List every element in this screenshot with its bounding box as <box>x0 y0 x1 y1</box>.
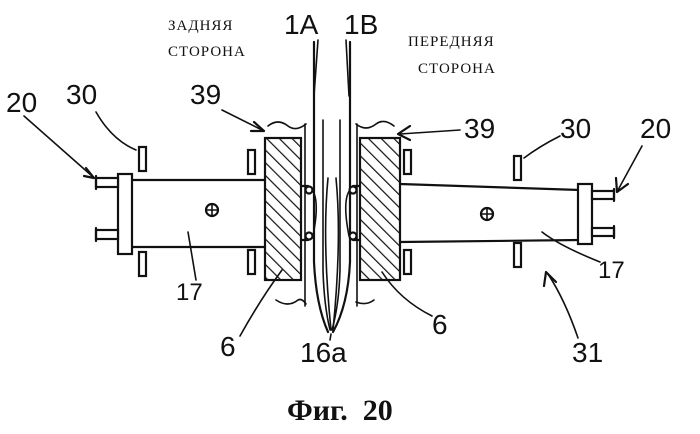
front-side-label-line1: ПЕРЕДНЯЯ <box>408 34 495 50</box>
right-lower-contact <box>350 233 357 240</box>
plate-label-1a: 1A <box>284 9 319 40</box>
rear-side-label-line1: ЗАДНЯЯ <box>168 18 233 34</box>
ref-17-left: 17 <box>176 279 203 306</box>
ref-20-left: 20 <box>6 87 37 118</box>
ref-39-left: 39 <box>190 79 221 110</box>
central-plates <box>314 42 350 332</box>
front-side-label-line2: СТОРОНА <box>418 61 496 77</box>
ref-31: 31 <box>572 337 603 368</box>
ref-6-right: 6 <box>432 309 448 340</box>
right-hatched-block <box>360 138 400 280</box>
ref-30-right: 30 <box>560 113 591 144</box>
ref-6-left: 6 <box>220 331 236 362</box>
left-lower-contact <box>306 233 313 240</box>
plate-label-1b: 1B <box>344 9 378 40</box>
ref-30-left: 30 <box>66 79 97 110</box>
figure-caption: Фиг. 20 <box>287 394 393 427</box>
ref-39-right: 39 <box>464 113 495 144</box>
ref-17-right: 17 <box>598 257 625 284</box>
rear-side-label-line2: СТОРОНА <box>168 44 246 60</box>
ref-20-right: 20 <box>640 113 671 144</box>
ref-16a: 16a <box>300 337 347 368</box>
left-hatched-block <box>265 138 301 280</box>
